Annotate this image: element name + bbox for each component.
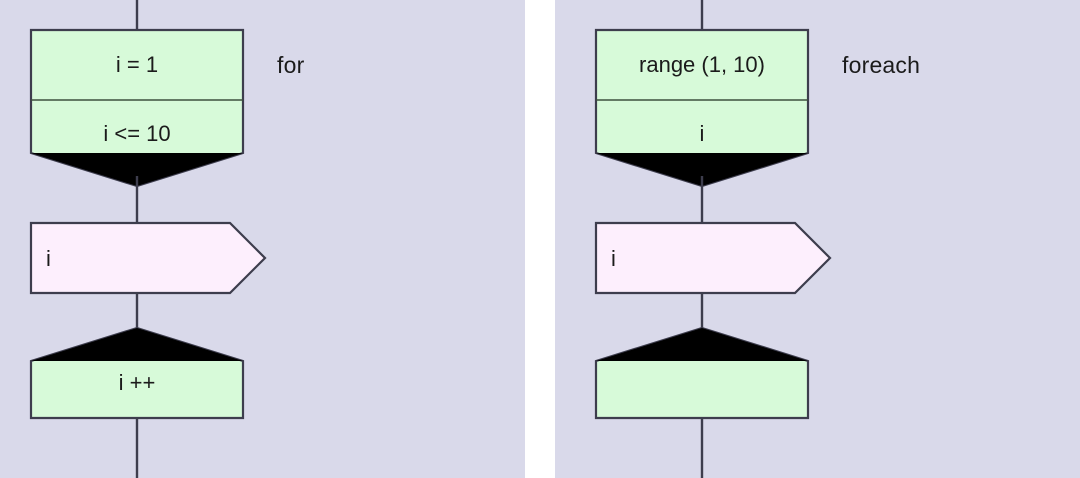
for-loop-diagram: i = 1 i <= 10 i i ++ — [29, 0, 267, 478]
loop-exit-marker-icon — [31, 328, 243, 361]
foreach-loop-label: foreach — [842, 52, 921, 78]
panel-foreach-loop: range (1, 10) i i foreach — [555, 0, 1080, 478]
loop-condition-text: i <= 10 — [103, 121, 170, 146]
loop-init-text: range (1, 10) — [639, 52, 765, 77]
loop-body-text: i — [46, 246, 51, 271]
loop-init-text: i = 1 — [116, 52, 158, 77]
loop-exit-marker-icon — [596, 328, 808, 361]
foreach-loop-diagram: range (1, 10) i i — [594, 0, 832, 478]
loop-body-shape — [29, 221, 267, 295]
loop-body-shape — [594, 221, 832, 295]
panel-for-loop: i = 1 i <= 10 i i ++ for — [0, 0, 525, 478]
loop-entry-marker-icon — [31, 153, 243, 186]
loop-entry-marker-icon — [596, 153, 808, 186]
loop-body-text: i — [611, 246, 616, 271]
loop-condition-text: i — [700, 121, 705, 146]
for-loop-label: for — [277, 52, 305, 78]
loop-increment-text: i ++ — [119, 370, 156, 395]
